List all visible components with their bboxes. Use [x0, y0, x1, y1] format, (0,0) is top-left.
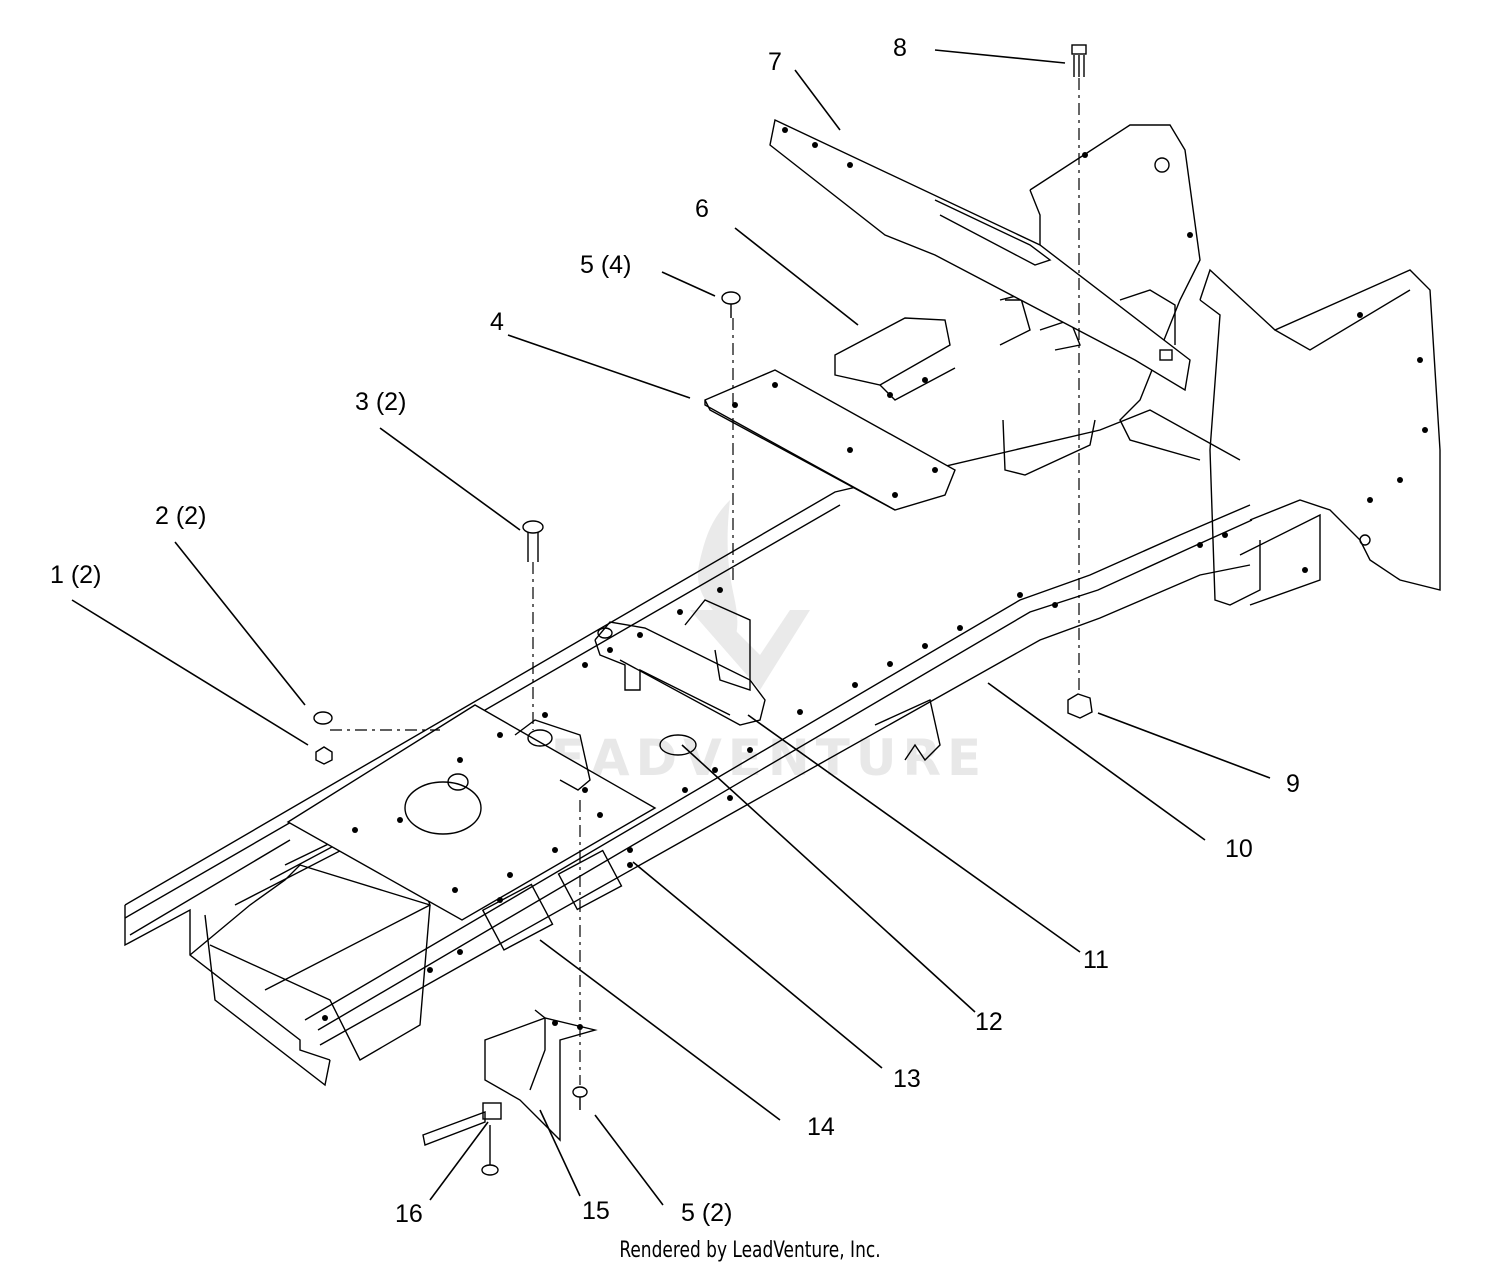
part-3-carriage-bolt — [522, 520, 544, 534]
fasteners — [313, 44, 1093, 1110]
part-5-bolt — [721, 291, 741, 305]
callout-5b: 5 (2) — [681, 1199, 732, 1227]
part-6-plate — [834, 317, 956, 401]
callout-12: 12 — [975, 1008, 1003, 1036]
part-8-bolt-head — [1071, 44, 1087, 55]
callout-3: 3 (2) — [355, 388, 406, 416]
callout-15: 15 — [582, 1197, 610, 1225]
part-16-clip — [422, 1102, 502, 1176]
part-2-washer — [313, 711, 333, 725]
callout-1: 1 (2) — [50, 561, 101, 589]
callout-11: 11 — [1083, 946, 1109, 974]
callout-8: 8 — [893, 34, 907, 62]
callout-13: 13 — [893, 1065, 921, 1093]
part-7-bar — [769, 118, 1191, 392]
part-5-lower-bolt — [572, 1086, 588, 1098]
part-15-bracket — [484, 1009, 598, 1142]
lower-bracket — [874, 699, 941, 762]
part-12-pivot-bracket — [514, 599, 766, 791]
callout-7: 7 — [768, 48, 782, 76]
part-9-nut — [1067, 693, 1093, 719]
callout-2: 2 (2) — [155, 502, 206, 530]
watermark-flame-icon — [698, 500, 738, 640]
part-1-nut — [315, 746, 333, 765]
callout-16: 16 — [395, 1200, 423, 1228]
assembly-lines — [330, 78, 1080, 1085]
callout-6: 6 — [695, 195, 709, 223]
callout-labels: 1 (2) 2 (2) 3 (2) 4 5 (4) 6 7 8 9 10 11 … — [50, 34, 1300, 1228]
rendered-by-credit: Rendered by LeadVenture, Inc. — [619, 1238, 881, 1263]
callout-10: 10 — [1225, 835, 1253, 863]
front-tower — [999, 124, 1441, 606]
callout-9: 9 — [1286, 770, 1300, 798]
leader-lines — [71, 49, 1271, 1206]
callout-14: 14 — [807, 1113, 835, 1141]
part-4-plate — [704, 369, 956, 511]
callout-5a: 5 (4) — [580, 251, 631, 279]
rail-holes — [322, 532, 1228, 1021]
callout-4: 4 — [490, 308, 504, 336]
